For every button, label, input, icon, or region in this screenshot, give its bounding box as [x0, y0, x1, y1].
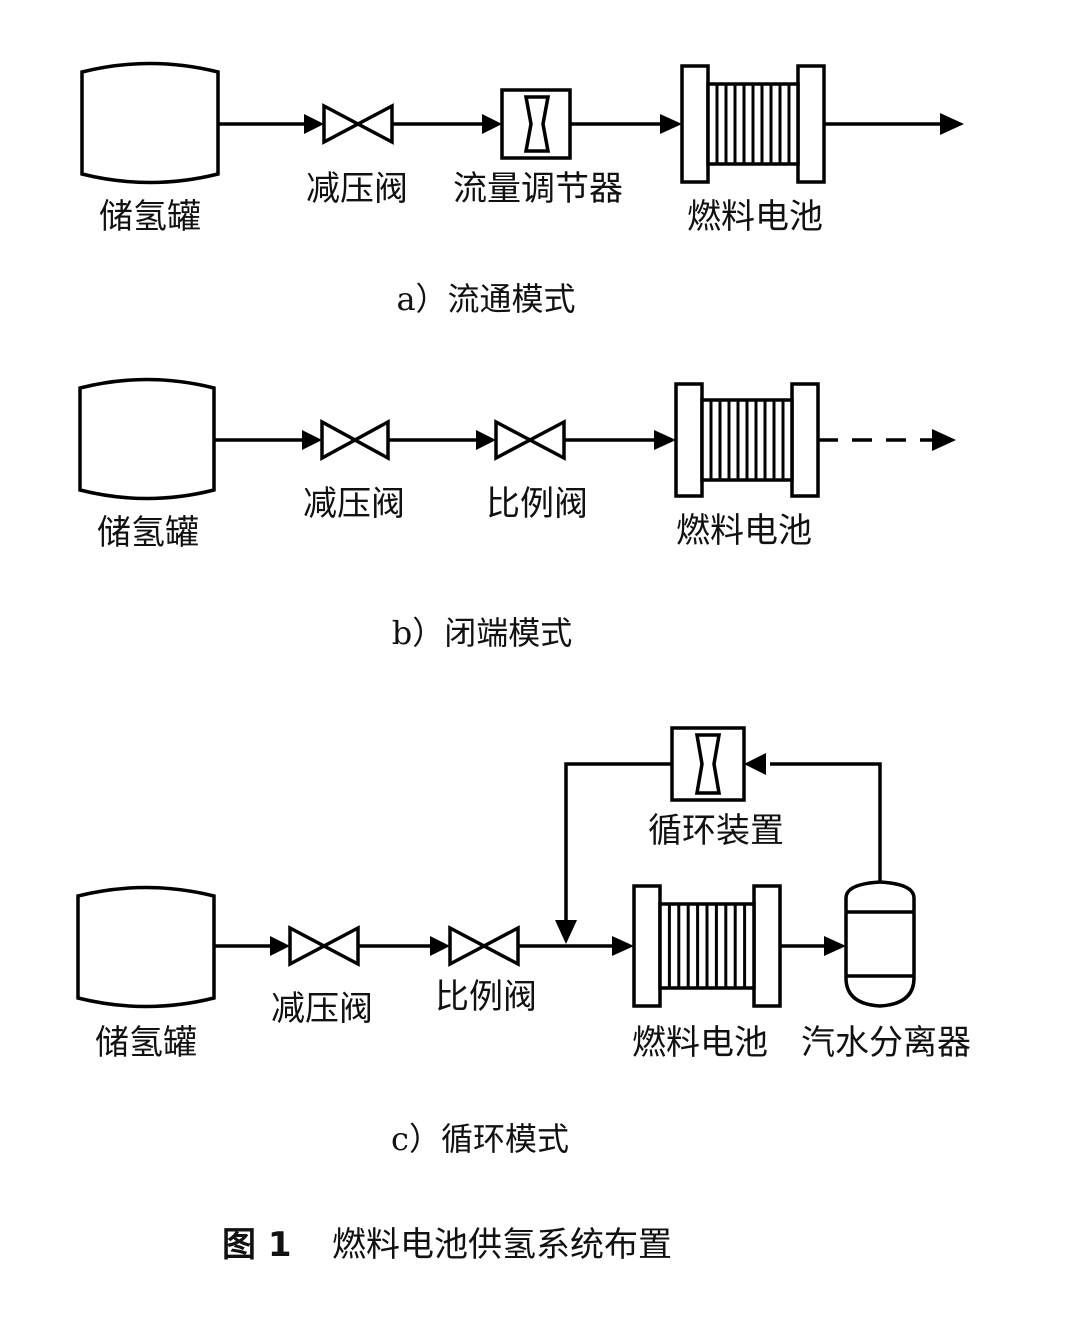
- panel-a-flow-through: 储氢罐 减压阀 流量调节器 燃料电池 a）流通模式: [80, 61, 964, 318]
- panel-b-dead-end: 储氢罐 减压阀 比例阀 燃料电池 b）闭端模式: [78, 377, 956, 652]
- stack-label: 燃料电池: [676, 511, 812, 551]
- pressure-reducing-valve: [288, 925, 360, 967]
- recirculation-pump: [670, 726, 746, 802]
- pressure-reducing-valve: [320, 419, 390, 461]
- flow-regulator: [500, 88, 572, 160]
- figure-number: 图 1: [222, 1225, 292, 1265]
- figure-title: 燃料电池供氢系统布置: [332, 1225, 672, 1265]
- fuel-cell-stack: [674, 382, 820, 498]
- hydrogen-tank: [80, 61, 220, 185]
- separator-label: 汽水分离器: [801, 1023, 971, 1063]
- tank-label: 储氢罐: [97, 513, 199, 553]
- caption-a: a）流通模式: [396, 280, 575, 318]
- stack-label: 燃料电池: [632, 1023, 768, 1063]
- stack-label: 燃料电池: [687, 197, 823, 237]
- tank-label: 储氢罐: [99, 197, 201, 237]
- reducer-label: 减压阀: [271, 989, 373, 1029]
- fuel-cell-stack: [632, 884, 782, 1008]
- reducer-label: 减压阀: [303, 484, 405, 524]
- hydrogen-tank: [76, 885, 216, 1009]
- regulator-label: 流量调节器: [453, 169, 623, 209]
- fuel-cell-stack: [680, 64, 826, 184]
- proportional-valve: [494, 419, 566, 461]
- reducer-label: 减压阀: [306, 169, 408, 209]
- caption-c: c）循环模式: [391, 1120, 569, 1158]
- hydrogen-tank: [78, 377, 216, 501]
- caption-b: b）闭端模式: [392, 614, 573, 652]
- panel-c-recirculation: 储氢罐 减压阀 比例阀 燃料电池 循环装置 汽水分离器 c）循环模式: [76, 726, 971, 1158]
- proportional-valve: [448, 925, 520, 967]
- recirculation-label: 循环装置: [648, 811, 784, 851]
- pressure-reducing-valve: [322, 103, 394, 145]
- tank-label: 储氢罐: [95, 1023, 197, 1063]
- proportional-label: 比例阀: [435, 977, 537, 1017]
- water-separator: [844, 880, 916, 1008]
- proportional-label: 比例阀: [486, 484, 588, 524]
